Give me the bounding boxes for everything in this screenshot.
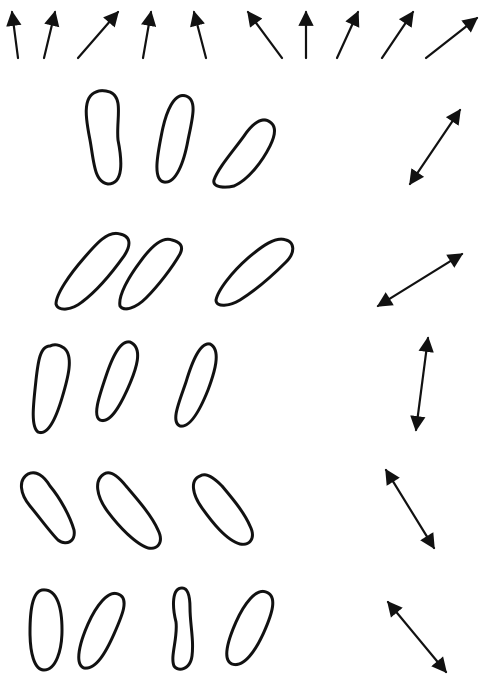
top-arrow-9 [382, 12, 413, 58]
cell-outline [21, 473, 74, 543]
cell-outline [98, 473, 161, 549]
top-arrow-row [12, 12, 477, 58]
cell-outline [56, 233, 129, 309]
top-arrow-2 [44, 12, 55, 58]
cell-outline [33, 345, 69, 433]
cell-outline [79, 593, 124, 668]
shape-row-3 [33, 338, 428, 433]
cell-outline [173, 588, 193, 669]
double-arrow-1 [410, 110, 460, 184]
shape-row-1 [86, 91, 460, 188]
double-arrow-4 [386, 470, 434, 548]
top-arrow-6 [248, 12, 282, 58]
cell-outline [176, 344, 216, 426]
cell-outline [216, 239, 293, 305]
double-arrow-5 [388, 602, 446, 672]
top-arrow-10 [426, 18, 477, 58]
cell-outline [227, 591, 273, 664]
top-arrow-8 [337, 12, 358, 58]
shape-row-5 [30, 588, 446, 672]
shape-row-2 [56, 233, 462, 309]
double-arrow-2 [378, 254, 462, 306]
top-arrow-4 [143, 12, 151, 58]
double-arrow-3 [416, 338, 428, 430]
cell-outline [97, 342, 138, 421]
top-arrow-3 [78, 12, 118, 58]
shape-row-4 [21, 470, 434, 548]
cell-outline [214, 120, 275, 187]
cell-outline [30, 590, 62, 670]
cell-outline [157, 95, 193, 182]
cell-outline [86, 91, 121, 185]
cell-outline [193, 475, 252, 545]
top-arrow-5 [194, 12, 206, 58]
top-arrow-1 [12, 12, 18, 58]
